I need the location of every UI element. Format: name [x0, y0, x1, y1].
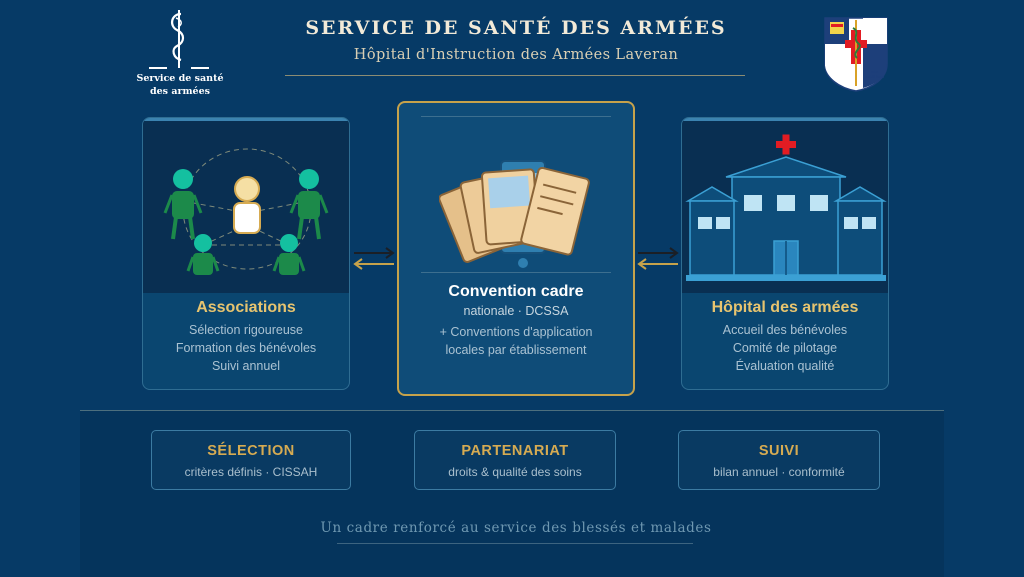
crest-text-bottom: LAVERAN — [866, 74, 884, 79]
pillar-suivi-subtitle: bilan annuel · conformité — [713, 465, 845, 479]
hopital-line-2: Comité de pilotage — [732, 341, 838, 355]
convention-mid-rule — [421, 272, 611, 273]
documents-stack-icon — [439, 160, 590, 268]
card-accent-bar — [143, 118, 349, 121]
person-bottom-right-icon — [272, 234, 306, 275]
crest-text-top: HIA — [872, 69, 879, 74]
crest-shield-icon: HIA LAVERAN — [824, 17, 888, 92]
footer-tagline: Un cadre renforcé au service des blessés… — [320, 520, 712, 536]
convention-title: Convention cadre — [448, 283, 584, 300]
pillar-selection: SÉLECTION critères définis · CISSAH — [151, 430, 351, 490]
hopital-title: Hôpital des armées — [711, 299, 859, 316]
people-network-icon — [163, 148, 329, 275]
pillar-suivi-title: SUIVI — [758, 443, 800, 459]
pillar-partenariat-subtitle: droits & qualité des soins — [448, 465, 582, 479]
person-bottom-left-icon — [186, 234, 220, 275]
convention-top-rule — [421, 116, 611, 117]
page-title: SERVICE DE SANTÉ DES ARMÉES — [305, 17, 727, 39]
hopital-line-3: Évaluation qualité — [735, 359, 835, 373]
associations-line-1: Sélection rigoureuse — [189, 323, 303, 337]
pillar-selection-subtitle: critères définis · CISSAH — [184, 465, 318, 479]
ssa-logo: Service de santé des armées — [135, 8, 225, 100]
caduceus-icon — [149, 10, 209, 69]
exchange-arrows-right-icon — [637, 247, 679, 270]
hia-laveran-crest: HIA LAVERAN — [823, 16, 889, 92]
pillar-partenariat: PARTENARIAT droits & qualité des soins — [414, 430, 616, 490]
page-subtitle: Hôpital d'Instruction des Armées Laveran — [353, 47, 679, 63]
associations-illustration — [143, 121, 349, 293]
associations-title: Associations — [196, 299, 296, 316]
associations-line-3: Suivi annuel — [211, 359, 281, 373]
pillar-selection-title: SÉLECTION — [207, 443, 295, 459]
card-accent-bar — [682, 118, 888, 121]
logo-text-line2: des armées — [150, 86, 210, 97]
convention-card: Convention cadre nationale · DCSSA + Con… — [397, 101, 635, 396]
hospital-building-icon — [685, 134, 887, 281]
footer-divider — [337, 543, 693, 544]
person-center-icon — [233, 176, 261, 234]
associations-line-2: Formation des bénévoles — [175, 341, 317, 355]
associations-card: Associations Sélection rigoureuse Format… — [142, 117, 350, 390]
header-divider — [285, 75, 745, 76]
convention-subtitle: nationale · DCSSA — [463, 304, 569, 318]
hopital-line-1: Accueil des bénévoles — [722, 323, 848, 337]
pillar-suivi: SUIVI bilan annuel · conformité — [678, 430, 880, 490]
logo-text-line1: Service de santé — [136, 73, 224, 84]
pillar-partenariat-title: PARTENARIAT — [461, 443, 569, 459]
convention-line-1: + Conventions d'application — [439, 325, 593, 339]
exchange-arrows-left-icon — [353, 247, 395, 270]
person-left-icon — [163, 169, 203, 240]
person-right-icon — [289, 169, 329, 240]
hopital-illustration — [682, 121, 888, 293]
hopital-card: Hôpital des armées Accueil des bénévoles… — [681, 117, 889, 390]
convention-line-2: locales par établissement — [445, 343, 587, 357]
